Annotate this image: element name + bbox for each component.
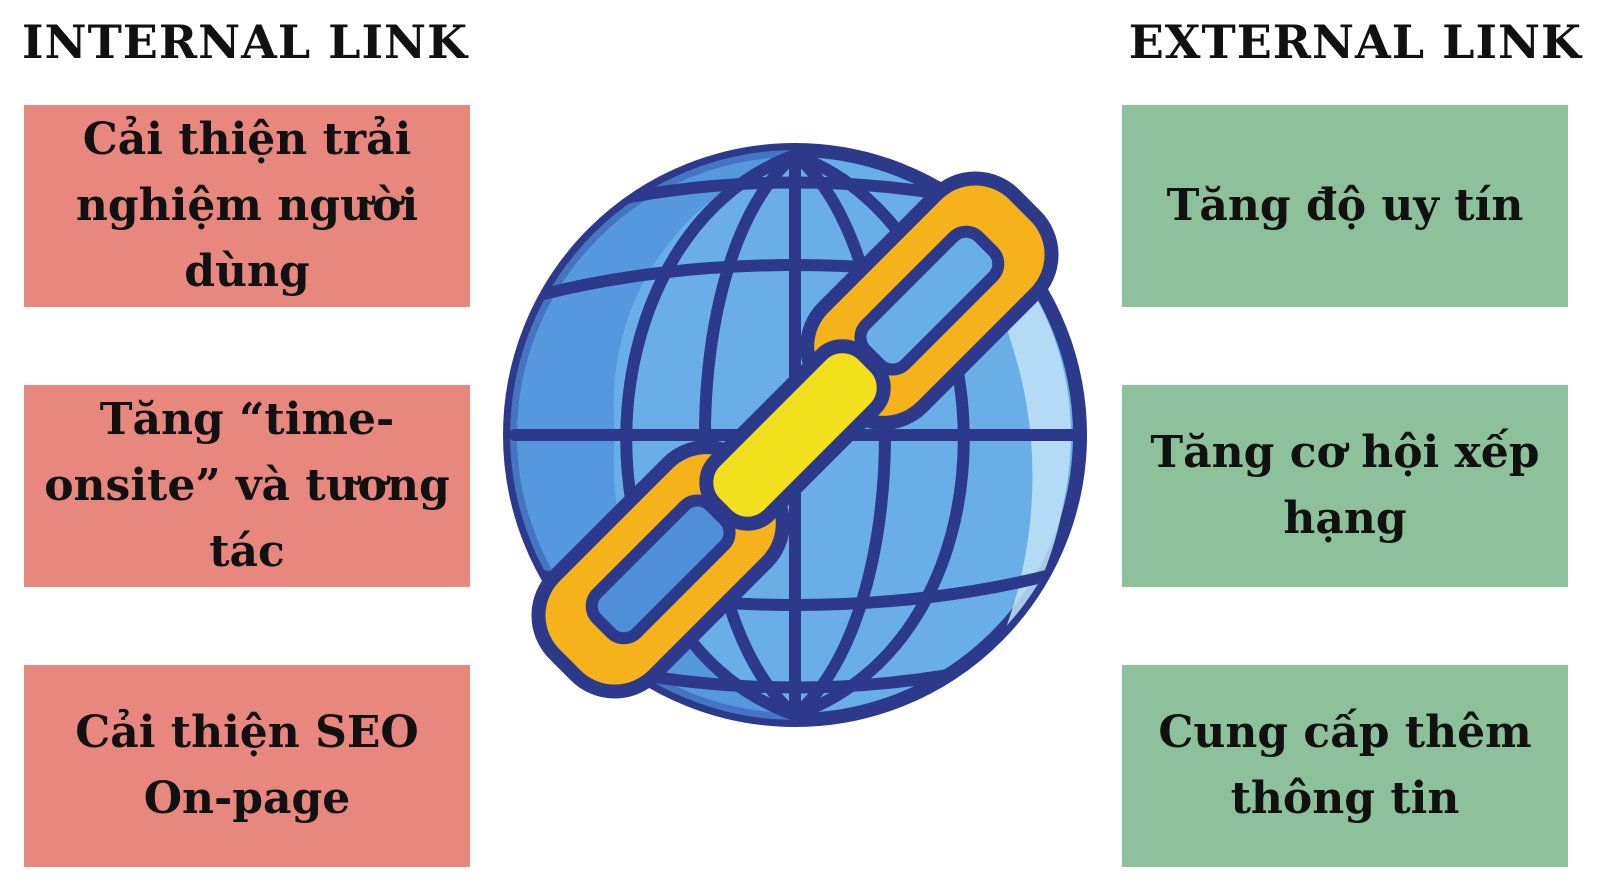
internal-benefit-box: Cải thiện trải nghiệm người dùng: [24, 105, 470, 307]
internal-benefit-text: Tăng “time-onsite” và tương tác: [44, 394, 450, 577]
internal-benefit-box: Cải thiện SEO On-page: [24, 665, 470, 867]
external-benefit-text: Cung cấp thêm thông tin: [1158, 707, 1532, 824]
internal-benefit-text: Cải thiện SEO On-page: [75, 707, 419, 824]
globe-chain-link-icon: [503, 143, 1087, 727]
internal-benefit-text: Cải thiện trải nghiệm người dùng: [75, 114, 419, 297]
chain-link-icon: [531, 171, 1059, 699]
internal-link-title: INTERNAL LINK: [22, 15, 469, 69]
external-benefit-text: Tăng độ uy tín: [1166, 180, 1524, 231]
external-benefit-box: Cung cấp thêm thông tin: [1122, 665, 1568, 867]
external-benefit-box: Tăng cơ hội xếp hạng: [1122, 385, 1568, 587]
internal-benefit-box: Tăng “time-onsite” và tương tác: [24, 385, 470, 587]
external-benefit-box: Tăng độ uy tín: [1122, 105, 1568, 307]
external-benefit-text: Tăng cơ hội xếp hạng: [1150, 427, 1540, 544]
external-link-title: EXTERNAL LINK: [1128, 15, 1582, 69]
